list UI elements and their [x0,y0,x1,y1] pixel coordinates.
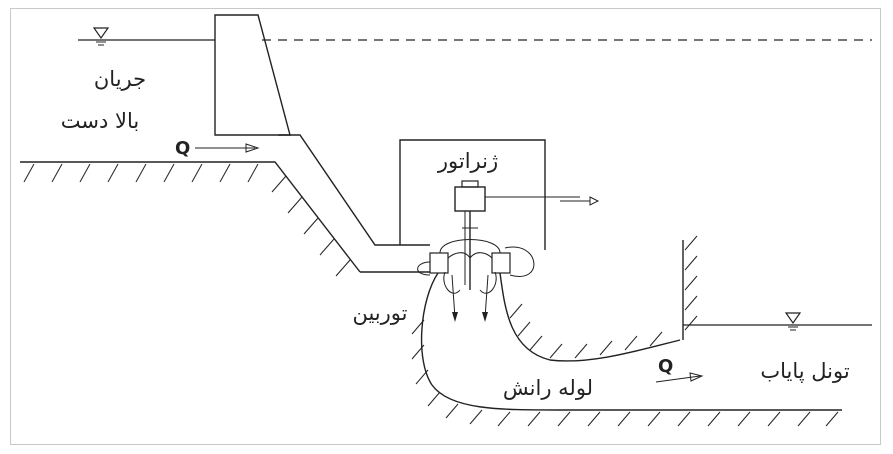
flow-out-label: Q [658,356,673,377]
flow-arrow-out-icon [655,372,704,383]
upstream-ground [20,161,361,277]
water-level-triangle-icon [784,312,802,331]
powerhouse-building [399,139,546,250]
turbine-runner [417,239,535,322]
water-level-triangle-icon [92,27,110,46]
draft-tube-ground-hatching [411,319,839,427]
draft-tube-roof-hatching [509,235,698,359]
penstock [278,134,430,273]
flow-arrow-in-icon [195,143,260,153]
generator-label: ژنراتور [437,149,498,173]
dam-structure [214,14,291,136]
draft-tube-label: لوله رانش [503,376,593,400]
draft-tube [420,240,842,411]
upstream-label-line2: بالا دست [61,109,139,133]
flow-in-label: Q [175,138,190,159]
turbine-label: توربین [352,301,407,325]
image-border [10,8,881,445]
tailrace-label: تونل پایاب [760,359,850,383]
power-output-arrow-icon [485,196,600,206]
generator-unit [454,180,486,290]
upstream-label-line1: جریان [94,67,146,91]
